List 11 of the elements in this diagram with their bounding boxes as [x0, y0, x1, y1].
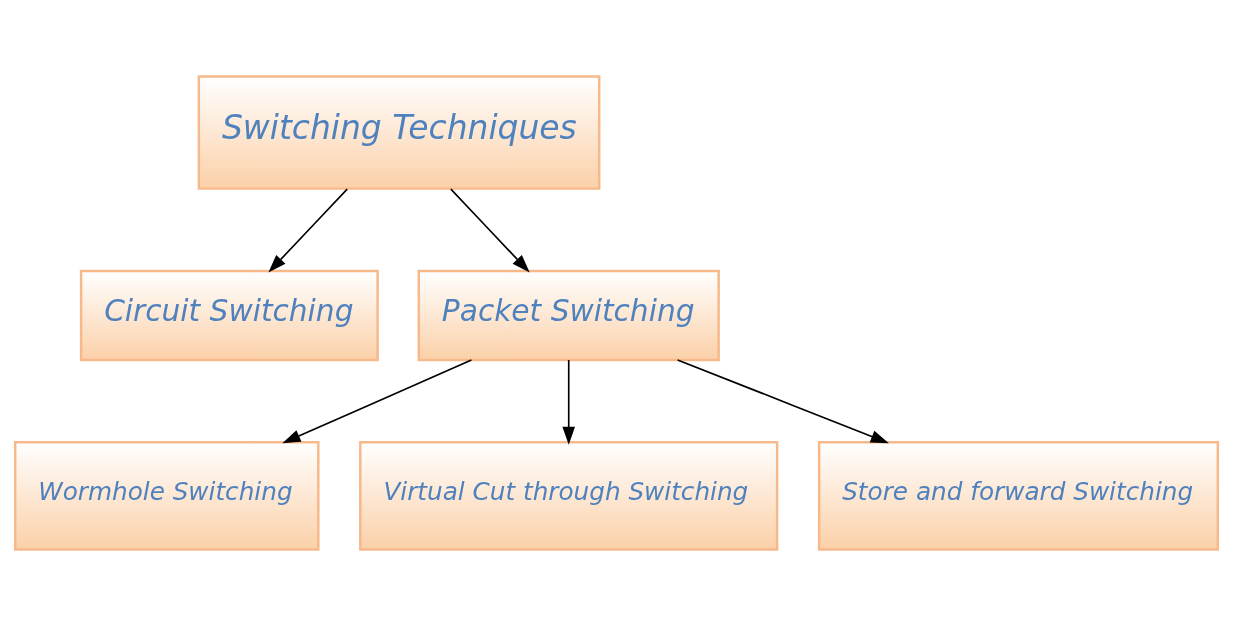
node-box: Virtual Cut through Switching	[359, 441, 779, 551]
node-box: Wormhole Switching	[13, 441, 320, 551]
arrow	[562, 359, 576, 445]
arrow	[676, 359, 889, 444]
arrow	[268, 188, 349, 273]
node-box: Circuit Switching	[79, 269, 379, 362]
node-box: Switching Techniques	[197, 75, 601, 190]
arrow	[450, 188, 530, 273]
arrow	[282, 359, 473, 444]
node-box: Packet Switching	[417, 269, 720, 362]
node-box: Store and forward Switching	[817, 441, 1220, 551]
